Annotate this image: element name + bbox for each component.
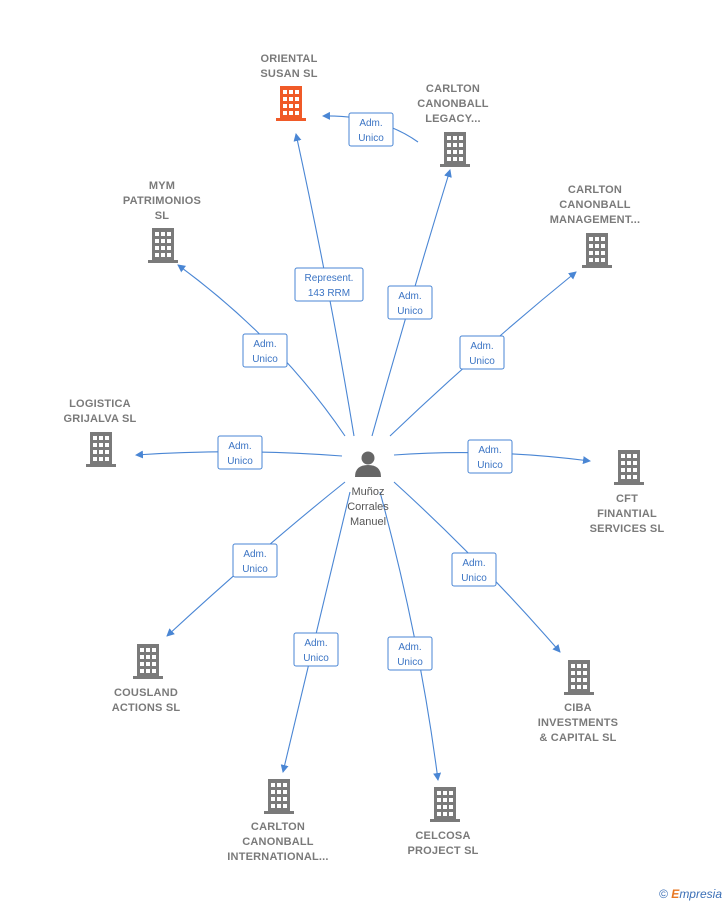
copyright-icon: © [659,887,668,901]
company-label: & CAPITAL SL [539,732,616,744]
role-badge-mym[interactable]: Adm. Unico [242,333,288,368]
company-node-logistica[interactable]: LOGISTICA GRIJALVA SL [64,398,137,467]
role-badge-international[interactable]: Adm. Unico [293,632,339,667]
building-icon [86,432,116,467]
company-label: COUSLAND [114,687,178,699]
company-label: PATRIMONIOS [123,195,201,207]
company-label: CFT [616,493,638,505]
company-label: CARLTON [426,83,480,95]
role-label: Unico [303,653,329,664]
building-icon [582,233,612,268]
role-label: Adm. [398,291,421,302]
building-icon [430,787,460,822]
role-badge-cousland[interactable]: Adm. Unico [232,543,278,578]
building-icon [276,86,306,121]
role-label: Adm. [253,339,276,350]
building-icon [440,132,470,167]
edge-celcosa [379,491,442,781]
company-label: PROJECT SL [407,845,478,857]
role-label: Unico [252,354,278,365]
role-badge-celcosa[interactable]: Adm. Unico [387,636,433,671]
company-label: CANONBALL [417,98,489,110]
company-node-carlton-legacy[interactable]: CARLTON CANONBALL LEGACY... [417,83,489,167]
role-badge-ciba[interactable]: Adm. Unico [451,552,497,587]
role-label: Unico [397,306,423,317]
person-node[interactable]: Muñoz Corrales Manuel [347,451,389,529]
edges [135,111,591,781]
role-label: Adm. [470,341,493,352]
person-icon [355,451,381,477]
building-icon [564,660,594,695]
company-label: CANONBALL [242,836,314,848]
role-label: Adm. [398,642,421,653]
building-icon [264,779,294,814]
company-label: MYM [149,180,175,192]
role-label: Adm. [478,445,501,456]
building-icon [614,450,644,485]
role-label: Adm. [462,558,485,569]
building-icon [133,644,163,679]
company-label: SUSAN SL [260,68,317,80]
role-label: Unico [469,356,495,367]
role-label: 143 RRM [308,288,350,299]
company-label: CELCOSA [415,830,470,842]
company-node-celcosa[interactable]: CELCOSA PROJECT SL [407,787,478,857]
role-label: Adm. [243,549,266,560]
company-label: FINANTIAL [597,508,657,520]
role-label: Unico [227,456,253,467]
person-label: Corrales [347,501,389,513]
brand-initial: E [671,887,680,901]
role-label: Adm. [304,638,327,649]
company-node-cft[interactable]: CFT FINANTIAL SERVICES SL [590,450,665,535]
company-label: SL [155,210,170,222]
company-label: GRIJALVA SL [64,413,137,425]
company-node-carlton-international[interactable]: CARLTON CANONBALL INTERNATIONAL... [227,779,328,863]
role-badge-legacy[interactable]: Adm. Unico [387,285,433,320]
company-label: SERVICES SL [590,523,665,535]
company-label: LEGACY... [425,113,481,125]
person-label: Manuel [350,516,386,528]
company-label: CANONBALL [559,199,631,211]
company-label: CARLTON [568,184,622,196]
role-label: Represent. [305,273,354,284]
company-label: LOGISTICA [69,398,131,410]
company-label: INTERNATIONAL... [227,851,328,863]
company-node-carlton-management[interactable]: CARLTON CANONBALL MANAGEMENT... [550,184,641,268]
role-label: Unico [477,460,503,471]
role-label: Unico [358,133,384,144]
edge-international [280,491,351,773]
company-node-cousland[interactable]: COUSLAND ACTIONS SL [112,644,181,714]
brand-logo: © Empresia [659,887,722,901]
brand-name: mpresia [679,887,722,901]
role-badge-logistica[interactable]: Adm. Unico [217,435,263,470]
company-label: CARLTON [251,821,305,833]
role-label: Adm. [359,118,382,129]
company-label: MANAGEMENT... [550,214,641,226]
person-label: Muñoz [351,486,384,498]
role-badge-management[interactable]: Adm. Unico [459,335,505,370]
company-label: ACTIONS SL [112,702,181,714]
company-label: INVESTMENTS [538,717,618,729]
role-badge-legacy-oriental[interactable]: Adm. Unico [348,112,394,147]
role-badge-cft[interactable]: Adm. Unico [467,439,513,474]
role-label: Unico [397,657,423,668]
role-label: Unico [461,573,487,584]
role-label: Adm. [228,441,251,452]
building-icon [148,228,178,263]
company-label: ORIENTAL [260,53,317,65]
role-label: Unico [242,564,268,575]
company-node-ciba[interactable]: CIBA INVESTMENTS & CAPITAL SL [538,660,618,744]
company-label: CIBA [564,702,592,714]
company-node-mym[interactable]: MYM PATRIMONIOS SL [123,180,201,263]
role-badge-oriental[interactable]: Represent. 143 RRM [294,267,364,302]
company-node-oriental[interactable]: ORIENTAL SUSAN SL [260,53,317,121]
